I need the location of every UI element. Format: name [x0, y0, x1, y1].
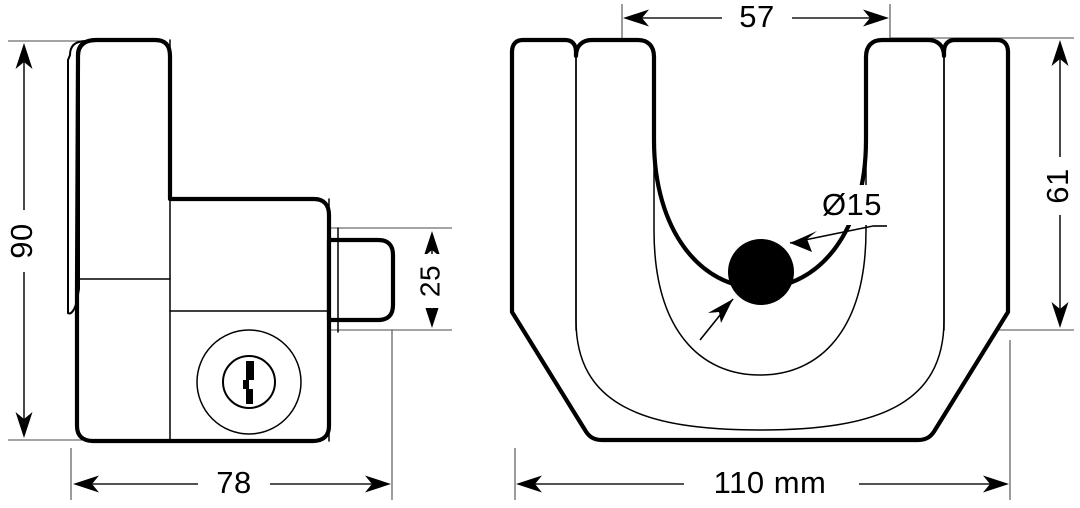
dim-label-depth-25: 25: [414, 265, 445, 297]
lock-body-outline: [74, 37, 332, 444]
dim-label-width-110: 110 mm: [714, 465, 827, 500]
inner-channel: [575, 55, 945, 431]
dimension-width-110: 110 mm: [516, 461, 1009, 507]
mounting-hole: [728, 239, 794, 305]
backplate-edge: [67, 40, 97, 315]
thumbturn-knob: [326, 227, 396, 333]
dim-label-hole-dia: Ø15: [822, 187, 882, 222]
dim-label-height-61: 61: [1040, 168, 1075, 203]
dim-label-width-78: 78: [216, 465, 251, 500]
hole-leader-lower: [699, 298, 734, 341]
dimension-height-90: 90: [4, 43, 42, 438]
dim-label-width-57: 57: [739, 0, 774, 34]
flange-lines: [575, 55, 945, 331]
arrow-leader-icon: [790, 231, 817, 252]
dimension-height-61: 61: [1040, 40, 1078, 328]
hole-leader-upper: [789, 225, 887, 252]
hole-diameter-label: Ø15: [806, 185, 898, 225]
dim-label-height-90: 90: [4, 223, 39, 258]
arrow-leader-lower-icon: [708, 299, 733, 323]
key-cylinder: [196, 329, 302, 435]
dimension-depth-25: 25: [414, 231, 450, 328]
dimension-width-57: 57: [623, 0, 889, 38]
dimension-width-78: 78: [73, 462, 391, 506]
